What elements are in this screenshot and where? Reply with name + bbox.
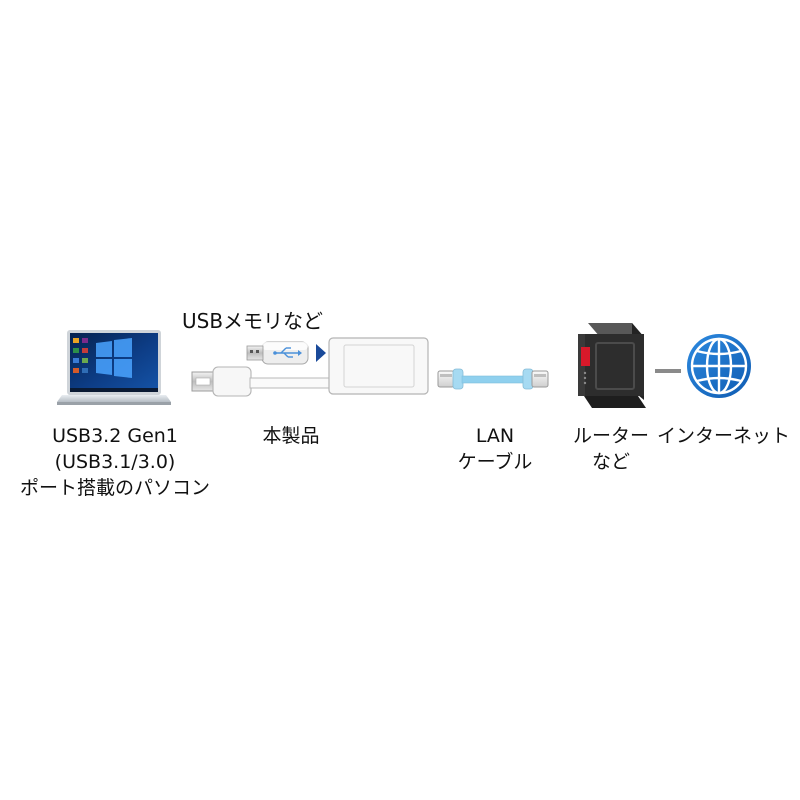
usb-plug-icon [191, 366, 335, 397]
router-label-line1: ルーター [572, 425, 649, 447]
laptop-icon [57, 330, 171, 405]
internet-label: インターネット [657, 425, 791, 447]
router-label-line2: など [591, 451, 630, 473]
lan-label-line1: LAN [475, 425, 515, 447]
globe-icon [687, 334, 751, 398]
router-icon [578, 323, 646, 408]
pc-label-line3: ポート搭載のパソコン [20, 477, 211, 499]
product-label: 本製品 [262, 425, 320, 447]
usb-memory-label: USBメモリなど [182, 309, 324, 333]
lan-cable-icon [437, 368, 549, 390]
adapter-icon [328, 337, 429, 395]
pc-label-line1: USB3.2 Gen1 [52, 425, 178, 447]
pc-label-line2: (USB3.1/3.0) [54, 451, 176, 473]
usb-stick-icon [246, 341, 309, 365]
insert-arrow [316, 344, 326, 362]
lan-label-line2: ケーブル [457, 451, 533, 473]
